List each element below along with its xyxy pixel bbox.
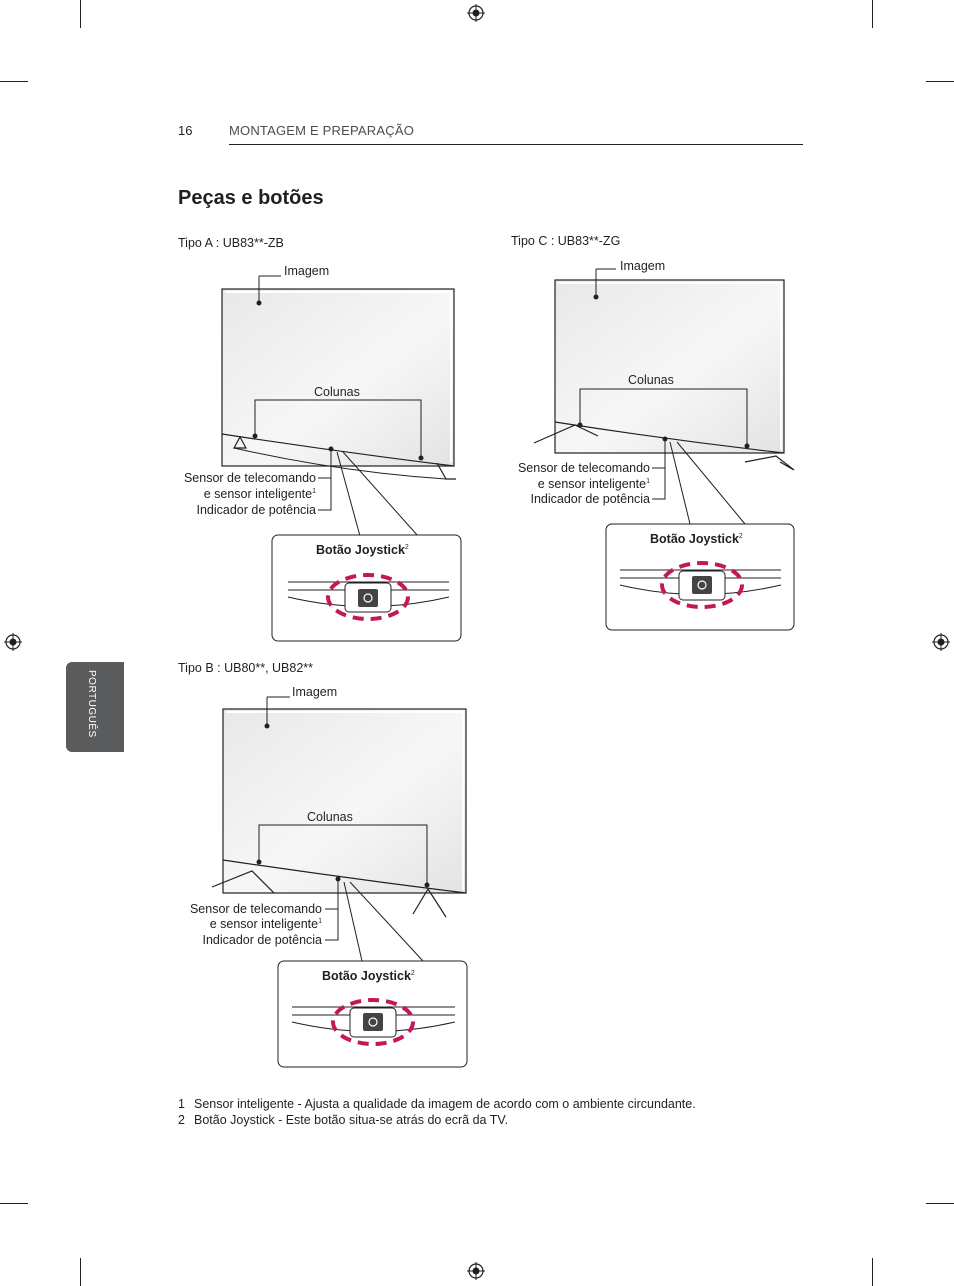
crop-mark xyxy=(926,81,954,82)
type-c-power-label: Indicador de potência xyxy=(530,492,650,506)
crop-mark xyxy=(0,81,28,82)
type-b-sensor-line2: e sensor inteligente1 xyxy=(209,917,322,931)
type-c-speakers-label: Colunas xyxy=(628,373,674,387)
type-b-joystick-label: Botão Joystick2 xyxy=(322,969,415,983)
power-icon xyxy=(697,580,707,590)
type-b-power-label: Indicador de potência xyxy=(202,933,322,947)
type-b-speakers-label: Colunas xyxy=(307,810,353,824)
type-a-image-label: Imagem xyxy=(284,264,330,278)
power-icon xyxy=(368,1017,378,1027)
language-tab-label: PORTUGUÊS xyxy=(86,670,97,738)
type-a-sensor-line1: Sensor de telecomando xyxy=(183,471,316,485)
joystick-box-b xyxy=(277,960,468,1068)
type-b-image-label: Imagem xyxy=(292,685,338,699)
type-b-sensor-line1: Sensor de telecomando xyxy=(189,902,322,916)
joystick-box-a xyxy=(271,534,462,642)
crop-mark xyxy=(872,1258,873,1286)
page-number: 16 xyxy=(178,123,193,138)
language-tab: PORTUGUÊS xyxy=(66,662,124,752)
joystick-box-c xyxy=(605,523,795,631)
footnote-2-text: Botão Joystick - Este botão situa-se atr… xyxy=(194,1113,509,1127)
tv-type-c xyxy=(533,268,795,525)
crop-mark xyxy=(80,0,81,28)
registration-mark-icon xyxy=(932,633,950,651)
type-a-power-label: Indicador de potência xyxy=(196,503,316,517)
type-a-heading: Tipo A : UB83**-ZB xyxy=(178,236,284,250)
header-rule xyxy=(229,144,803,145)
type-c-image-label: Imagem xyxy=(620,259,666,273)
power-icon xyxy=(363,593,373,603)
registration-mark-icon xyxy=(467,4,485,22)
crop-mark xyxy=(926,1203,954,1204)
type-a-sensor-line2: e sensor inteligente1 xyxy=(203,487,316,501)
type-c-sensor-line2: e sensor inteligente1 xyxy=(537,477,650,491)
footnote-1-text: Sensor inteligente - Ajusta a qualidade … xyxy=(194,1097,696,1111)
type-a-joystick-label: Botão Joystick2 xyxy=(316,543,409,557)
type-a-speakers-label: Colunas xyxy=(314,385,360,399)
crop-mark xyxy=(0,1203,28,1204)
crop-mark xyxy=(872,0,873,28)
footnote-2-number: 2 xyxy=(178,1113,185,1127)
type-c-joystick-label: Botão Joystick2 xyxy=(650,532,743,546)
footnote-1-number: 1 xyxy=(178,1097,185,1111)
type-b-heading: Tipo B : UB80**, UB82** xyxy=(178,661,314,675)
type-c-heading: Tipo C : UB83**-ZG xyxy=(511,234,621,248)
crop-mark xyxy=(80,1258,81,1286)
tv-type-b xyxy=(211,696,467,962)
page-title: Peças e botões xyxy=(178,187,324,209)
registration-mark-icon xyxy=(467,1262,485,1280)
section-title: MONTAGEM E PREPARAÇÃO xyxy=(229,123,415,138)
registration-mark-icon xyxy=(4,633,22,651)
tv-type-a xyxy=(221,275,456,537)
type-c-sensor-line1: Sensor de telecomando xyxy=(517,461,650,475)
